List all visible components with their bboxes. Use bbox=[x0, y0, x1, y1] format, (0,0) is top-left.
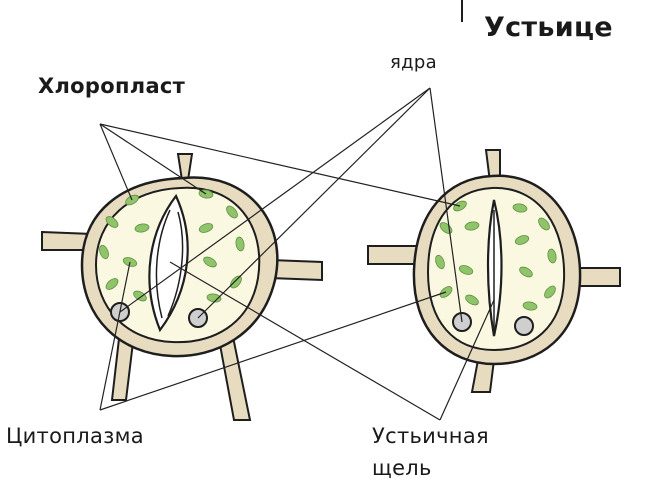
label-nuclei: ядра bbox=[390, 52, 437, 73]
label-stomatal-slit-line1: Устьичная bbox=[372, 424, 489, 448]
diagram-title: Устьице bbox=[484, 12, 613, 43]
label-chloroplast: Хлоропласт bbox=[38, 74, 185, 98]
label-cytoplasm: Цитоплазма bbox=[6, 424, 144, 448]
right-nucleus-2 bbox=[515, 317, 533, 335]
closed-stoma bbox=[368, 150, 620, 392]
label-stomatal-slit-line2: щель bbox=[372, 456, 432, 480]
open-stoma bbox=[42, 154, 322, 420]
